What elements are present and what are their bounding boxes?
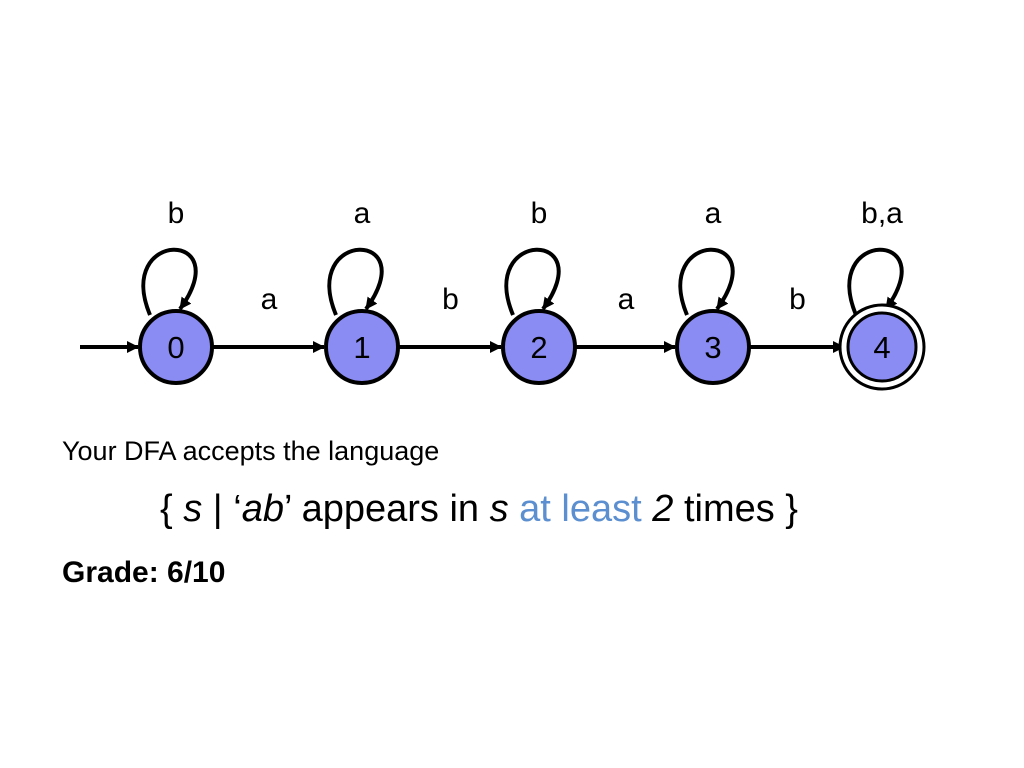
grade-label: Grade: 6/10 [62,556,226,589]
self-loop-1 [327,247,384,316]
self-loop-4 [847,247,904,316]
language-caption: Your DFA accepts the language [62,436,440,466]
state-circle-3 [675,309,751,385]
count-two: 2 [652,488,674,530]
transition-label-2-3: a [618,283,635,316]
state-circle-1 [324,309,400,385]
appears-in-text: appears in [291,488,490,530]
language-set-notation: { s | ‘ab’ appears in s at least 2 times… [160,488,798,531]
transition-label-1-2: b [442,283,459,316]
state-4: 4 [838,303,926,391]
transition-label-0-1: a [261,283,278,316]
loop-label-1: a [354,197,371,230]
loop-label-0: b [168,197,185,230]
loop-label-2: b [531,197,548,230]
state-circle-2 [501,309,577,385]
state-circle-0 [138,309,214,385]
state-circle-4 [846,311,918,383]
set-bar: | [202,488,234,530]
states-layer: 0 1 2 3 4 [138,303,926,391]
times-close: times } [673,488,799,530]
state-0: 0 [138,309,214,385]
self-loop-3 [678,247,735,316]
loop-label-4: b,a [861,197,903,230]
dfa-diagram: b a a b b a a b b,a 0 1 2 3 4 [80,197,926,391]
state-label-0: 0 [167,330,184,365]
state-1: 1 [324,309,400,385]
state-label-4: 4 [873,330,890,365]
quote-close: ’ [283,488,292,530]
state-label-3: 3 [704,330,721,365]
state-label-1: 1 [353,330,370,365]
state-3: 3 [675,309,751,385]
substring-ab: ab [241,488,284,530]
set-variable-s-second: s [489,488,509,530]
self-loop-2 [504,247,561,316]
self-loop-0 [141,247,198,316]
set-variable-s: s [183,488,203,530]
state-label-2: 2 [530,330,547,365]
transition-label-3-4: b [789,283,806,316]
at-least-highlight: at least [519,488,642,530]
loop-label-3: a [705,197,722,230]
state-2: 2 [501,309,577,385]
edges-layer: b a a b b a a b b,a [80,197,904,353]
set-open: { [160,488,184,530]
quote-open: ‘ [233,488,242,530]
